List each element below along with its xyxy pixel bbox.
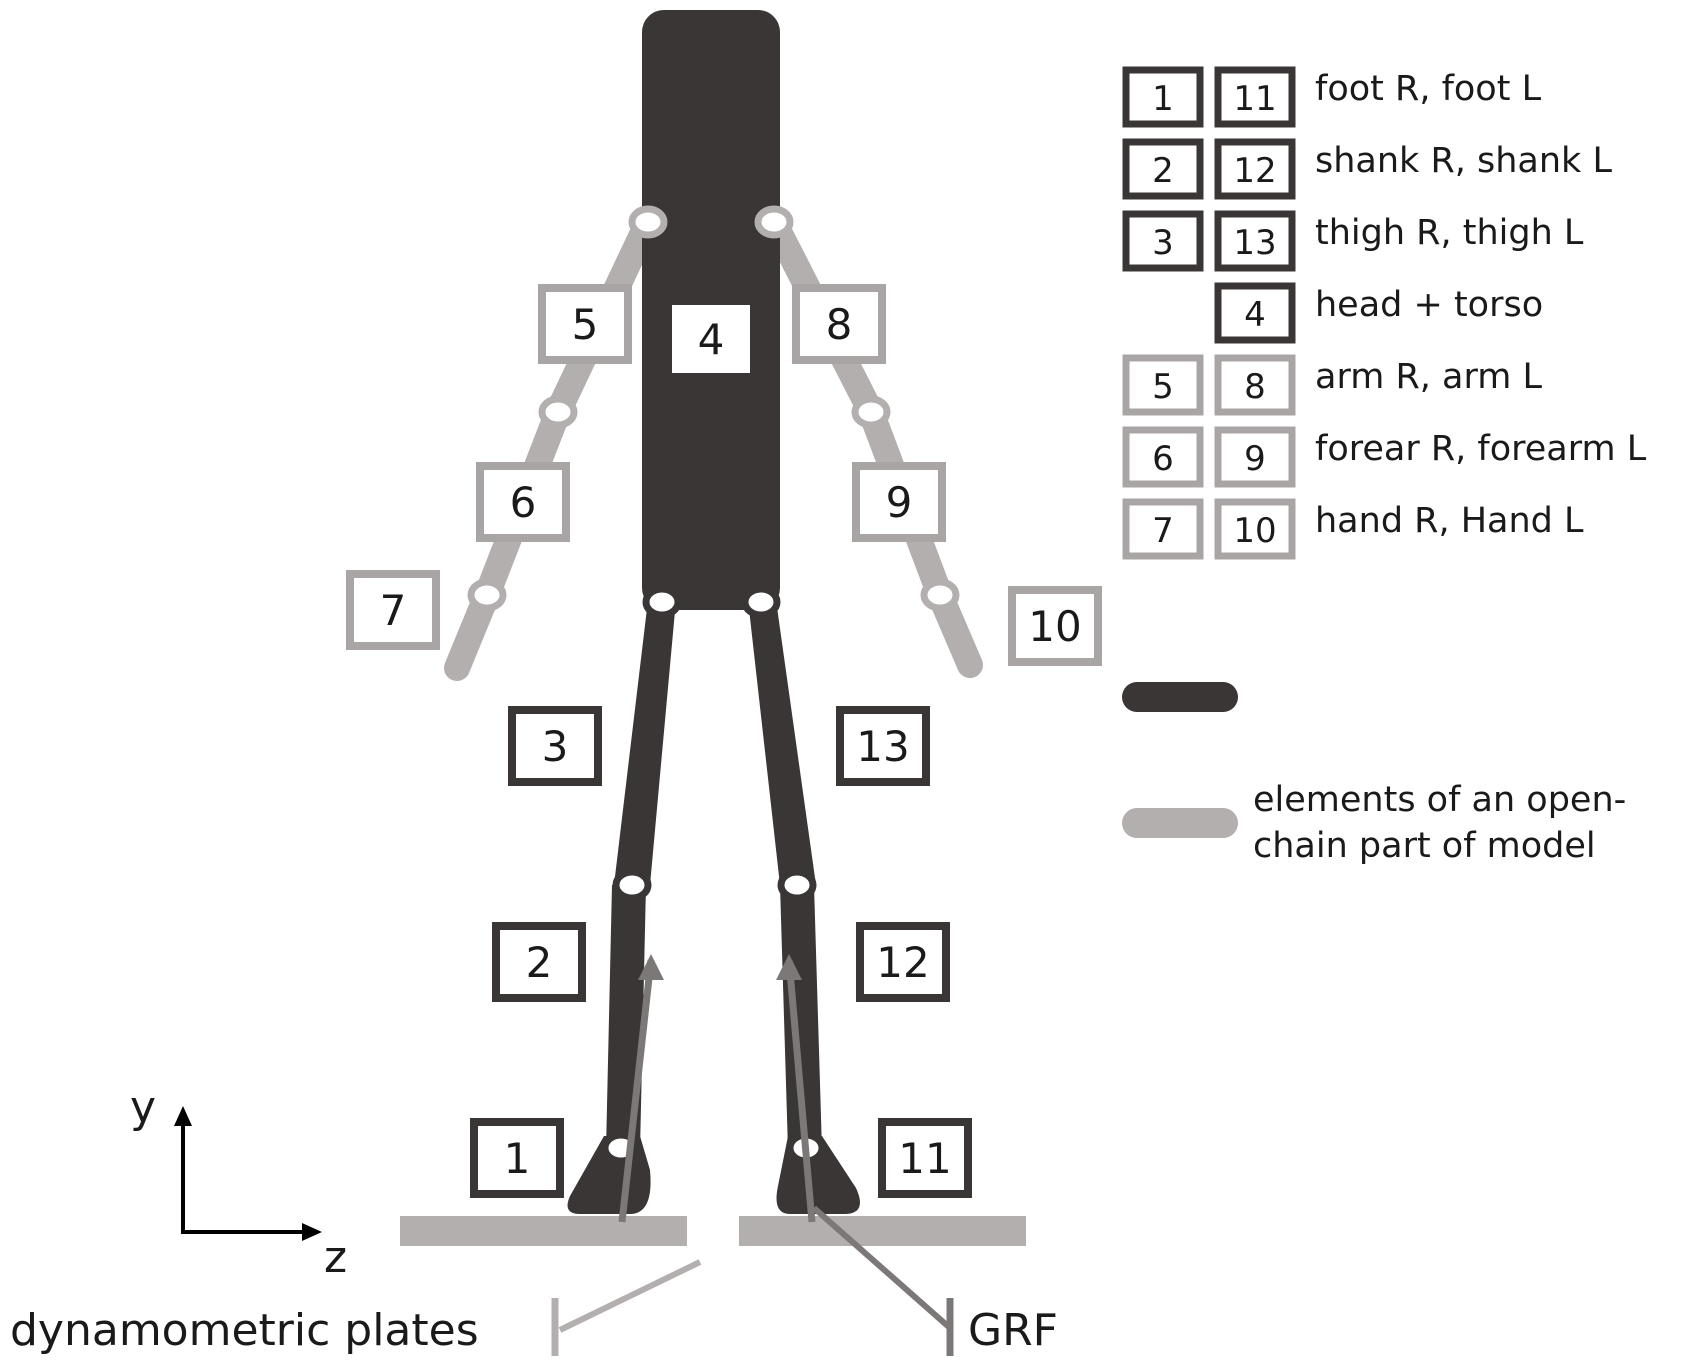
z-axis-label: z xyxy=(324,1232,347,1283)
legend-number: 6 xyxy=(1152,439,1174,479)
legend-number: 10 xyxy=(1233,511,1276,551)
left-leg-chain xyxy=(748,600,860,1214)
segment-box-1: 1 xyxy=(470,1118,564,1198)
segment-box-13: 13 xyxy=(836,706,930,786)
joint-marker xyxy=(467,578,507,612)
joint-marker xyxy=(612,868,652,902)
coordinate-axes: y z xyxy=(130,1082,347,1283)
legend-number: 1 xyxy=(1152,79,1174,119)
segment-number: 6 xyxy=(510,478,537,527)
joint-marker xyxy=(642,585,682,619)
segment-box-4: 4 xyxy=(672,305,750,373)
legend-row: 6 9 forear R, forearm L xyxy=(1122,426,1647,488)
legend-number: 3 xyxy=(1152,223,1174,263)
legend-row-text: thigh R, thigh L xyxy=(1315,213,1584,253)
y-axis-label: y xyxy=(130,1082,156,1133)
legend-number: 2 xyxy=(1152,151,1174,191)
segment-number: 8 xyxy=(826,300,853,349)
segment-box-7: 7 xyxy=(346,570,440,650)
segment-box-3: 3 xyxy=(508,706,602,786)
legend-number: 8 xyxy=(1244,367,1266,407)
legend-number: 12 xyxy=(1233,151,1276,191)
legend-row-text: forear R, forearm L xyxy=(1315,429,1647,469)
segment-box-11: 11 xyxy=(878,1118,972,1198)
segment-box-12: 12 xyxy=(856,922,950,1002)
segment-number: 7 xyxy=(380,586,407,635)
legend-row-text: shank R, shank L xyxy=(1315,141,1612,181)
legend-number: 7 xyxy=(1152,511,1174,551)
segment-number: 3 xyxy=(542,722,569,771)
legend-number: 5 xyxy=(1152,367,1174,407)
segment-number: 4 xyxy=(698,315,725,364)
plates-callout: dynamometric plates xyxy=(10,1259,702,1356)
segment-number: 10 xyxy=(1028,602,1081,651)
legend-open-chain-text-line2: chain part of model xyxy=(1253,826,1596,866)
legend-row: 2 12 shank R, shank L xyxy=(1122,138,1612,200)
segment-box-10: 10 xyxy=(1008,586,1102,666)
legend-swatch-open-chain xyxy=(1122,808,1238,838)
legend-number: 4 xyxy=(1244,295,1266,335)
segment-box-6: 6 xyxy=(476,462,570,542)
grf-arrows xyxy=(618,954,952,1331)
z-axis-arrowhead xyxy=(302,1223,322,1241)
plates-label: dynamometric plates xyxy=(10,1305,479,1356)
legend-swatch-closed-chain xyxy=(1122,682,1238,712)
segment-box-9: 9 xyxy=(852,462,946,542)
segment-number: 9 xyxy=(886,478,913,527)
segment-box-5: 5 xyxy=(538,284,632,364)
legend-open-chain-text-line1: elements of an open- xyxy=(1253,780,1626,820)
segment-number: 1 xyxy=(504,1134,531,1183)
force-plate-left xyxy=(739,1216,1026,1246)
segment-number: 12 xyxy=(876,938,929,987)
segment-box-2: 2 xyxy=(492,922,586,1002)
legend-row: 3 13 thigh R, thigh L xyxy=(1122,210,1584,272)
legend-number: 13 xyxy=(1233,223,1276,263)
segment-number: 13 xyxy=(856,722,909,771)
right-leg-chain xyxy=(567,600,676,1214)
grf-arrowhead-left xyxy=(776,954,802,980)
y-axis-arrowhead xyxy=(174,1106,192,1126)
force-plate-right xyxy=(400,1216,687,1246)
grf-label: GRF xyxy=(968,1305,1058,1356)
joint-marker xyxy=(754,205,794,239)
legend-row-text: foot R, foot L xyxy=(1315,69,1542,109)
segment-box-8: 8 xyxy=(792,284,886,364)
joint-marker xyxy=(920,578,960,612)
joint-marker xyxy=(538,395,578,429)
joint-marker xyxy=(628,205,668,239)
legend-row-text: head + torso xyxy=(1315,285,1543,325)
legend-row: 4 head + torso xyxy=(1214,282,1543,344)
joint-marker xyxy=(741,585,781,619)
legend-row-text: hand R, Hand L xyxy=(1315,501,1584,541)
segment-number: 5 xyxy=(572,300,599,349)
legend-row: 7 10 hand R, Hand L xyxy=(1122,498,1584,560)
joint-marker xyxy=(851,395,891,429)
segment-number: 11 xyxy=(898,1134,951,1183)
grf-callout: GRF xyxy=(946,1298,1058,1356)
legend-row: 5 8 arm R, arm L xyxy=(1122,354,1542,416)
grf-arrowhead-right xyxy=(638,954,664,980)
joint-marker xyxy=(777,868,817,902)
segment-number: 2 xyxy=(526,938,553,987)
legend-number: 9 xyxy=(1244,439,1266,479)
legend-row-text: arm R, arm L xyxy=(1315,357,1542,397)
legend-number: 11 xyxy=(1233,79,1276,119)
